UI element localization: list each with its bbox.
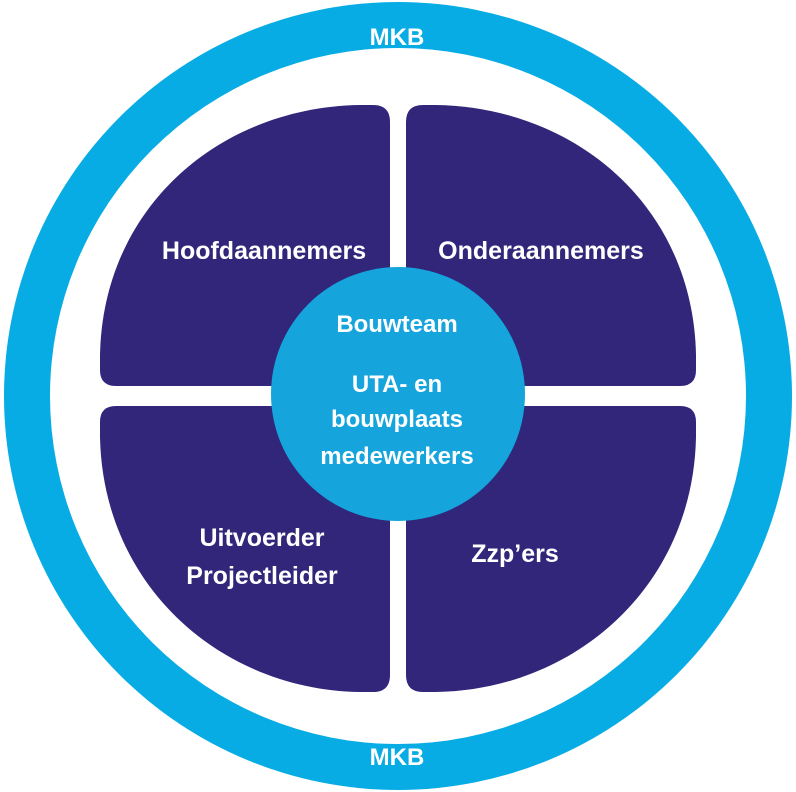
center-line-medewerkers: medewerkers xyxy=(320,443,473,470)
center-title: Bouwteam xyxy=(336,311,457,338)
center-line-uta: UTA- en xyxy=(352,371,442,398)
center-circle xyxy=(271,267,525,521)
center-line-bouwplaats: bouwplaats xyxy=(331,406,463,433)
quadrant-label-uitvoerder: Uitvoerder xyxy=(199,524,324,552)
ring-label-top: MKB xyxy=(370,24,425,51)
quadrant-label-zzpers: Zzp’ers xyxy=(471,540,559,568)
quadrant-label-onderaannemers: Onderaannemers xyxy=(438,237,644,265)
quadrant-label-projectleider: Projectleider xyxy=(186,562,338,590)
quadrant-label-hoofdaannemers: Hoofdaannemers xyxy=(162,237,366,265)
ring-label-bottom: MKB xyxy=(370,744,425,771)
